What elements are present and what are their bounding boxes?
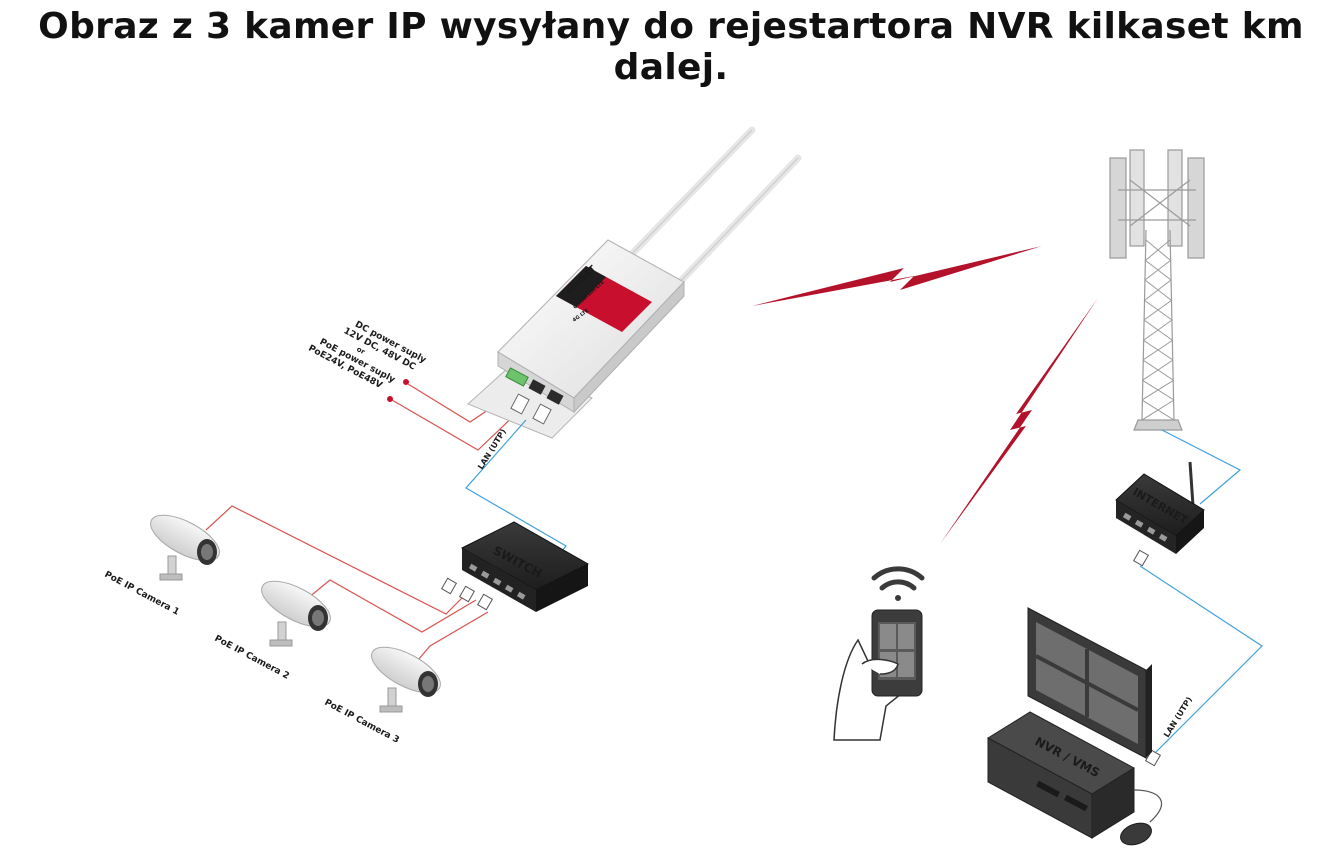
- mouse-cable: [1133, 789, 1163, 823]
- router-lan-label: LAN (UTP): [476, 427, 508, 471]
- internet-port-4[interactable]: [1158, 533, 1168, 542]
- mouse-icon[interactable]: [1118, 819, 1155, 849]
- internet-port-2[interactable]: [1134, 519, 1144, 528]
- smartphone-icon[interactable]: [833, 609, 923, 741]
- camera-2[interactable]: [255, 572, 337, 647]
- camera-cables: [205, 505, 489, 661]
- router-lan-port-2[interactable]: [546, 389, 564, 405]
- nvr-recorder[interactable]: NVR / VMS: [987, 711, 1135, 839]
- switch-port-3[interactable]: [492, 577, 502, 586]
- nvr-drive-slot-1: [1035, 780, 1061, 798]
- internet-plug: [1132, 549, 1150, 567]
- lan-cable-internet-nvr: [1139, 565, 1263, 753]
- camera-1-mount: [167, 555, 177, 577]
- internet-port-1[interactable]: [1122, 512, 1132, 521]
- lightning-signal-icon: [752, 246, 1042, 306]
- internet-port-3[interactable]: [1146, 526, 1156, 535]
- power-cable-2: [391, 399, 521, 451]
- monitor: [1027, 607, 1152, 759]
- internet-router[interactable]: INTERNET: [1115, 461, 1205, 554]
- camera-3-mount: [387, 687, 397, 709]
- router-lan-port-1[interactable]: [528, 379, 546, 395]
- router-plug-2: [532, 403, 552, 425]
- camera-3[interactable]: [365, 638, 447, 713]
- network-switch[interactable]: SWITCH: [460, 521, 590, 612]
- nvr-plug: [1144, 749, 1162, 767]
- power-supply-label: DC power suply 12V DC, 48V DC or PoE pow…: [306, 320, 427, 391]
- power-dot-2: [387, 396, 393, 402]
- lan-cable-tower-internet: [1161, 429, 1242, 505]
- switch-port-1[interactable]: [468, 563, 478, 572]
- power-terminal[interactable]: [505, 367, 529, 387]
- switch-port-4[interactable]: [504, 584, 514, 593]
- switch-port-5[interactable]: [516, 591, 526, 600]
- switch-plugs: [440, 577, 494, 611]
- page-title: Obraz z 3 kamer IP wysyłany do rejestart…: [38, 6, 1304, 88]
- nvr-drive-slot-2: [1063, 794, 1089, 812]
- router-antennas: [624, 126, 802, 290]
- switch-port-2[interactable]: [480, 570, 490, 579]
- camera-2-mount: [277, 621, 287, 643]
- camera-1[interactable]: [144, 506, 226, 581]
- cell-tower: [1109, 149, 1205, 431]
- wifi-icon: [871, 566, 925, 601]
- power-dot-1: [403, 379, 409, 385]
- router-plug-1: [510, 393, 530, 415]
- lightning-signal-icon-2: [940, 298, 1098, 544]
- nvr-lan-label: LAN (UTP): [1162, 695, 1194, 739]
- lte-router[interactable]: cimSAT GlobalSIM-LTE 4G LTE: [467, 239, 685, 439]
- svg-text:or: or: [355, 345, 367, 356]
